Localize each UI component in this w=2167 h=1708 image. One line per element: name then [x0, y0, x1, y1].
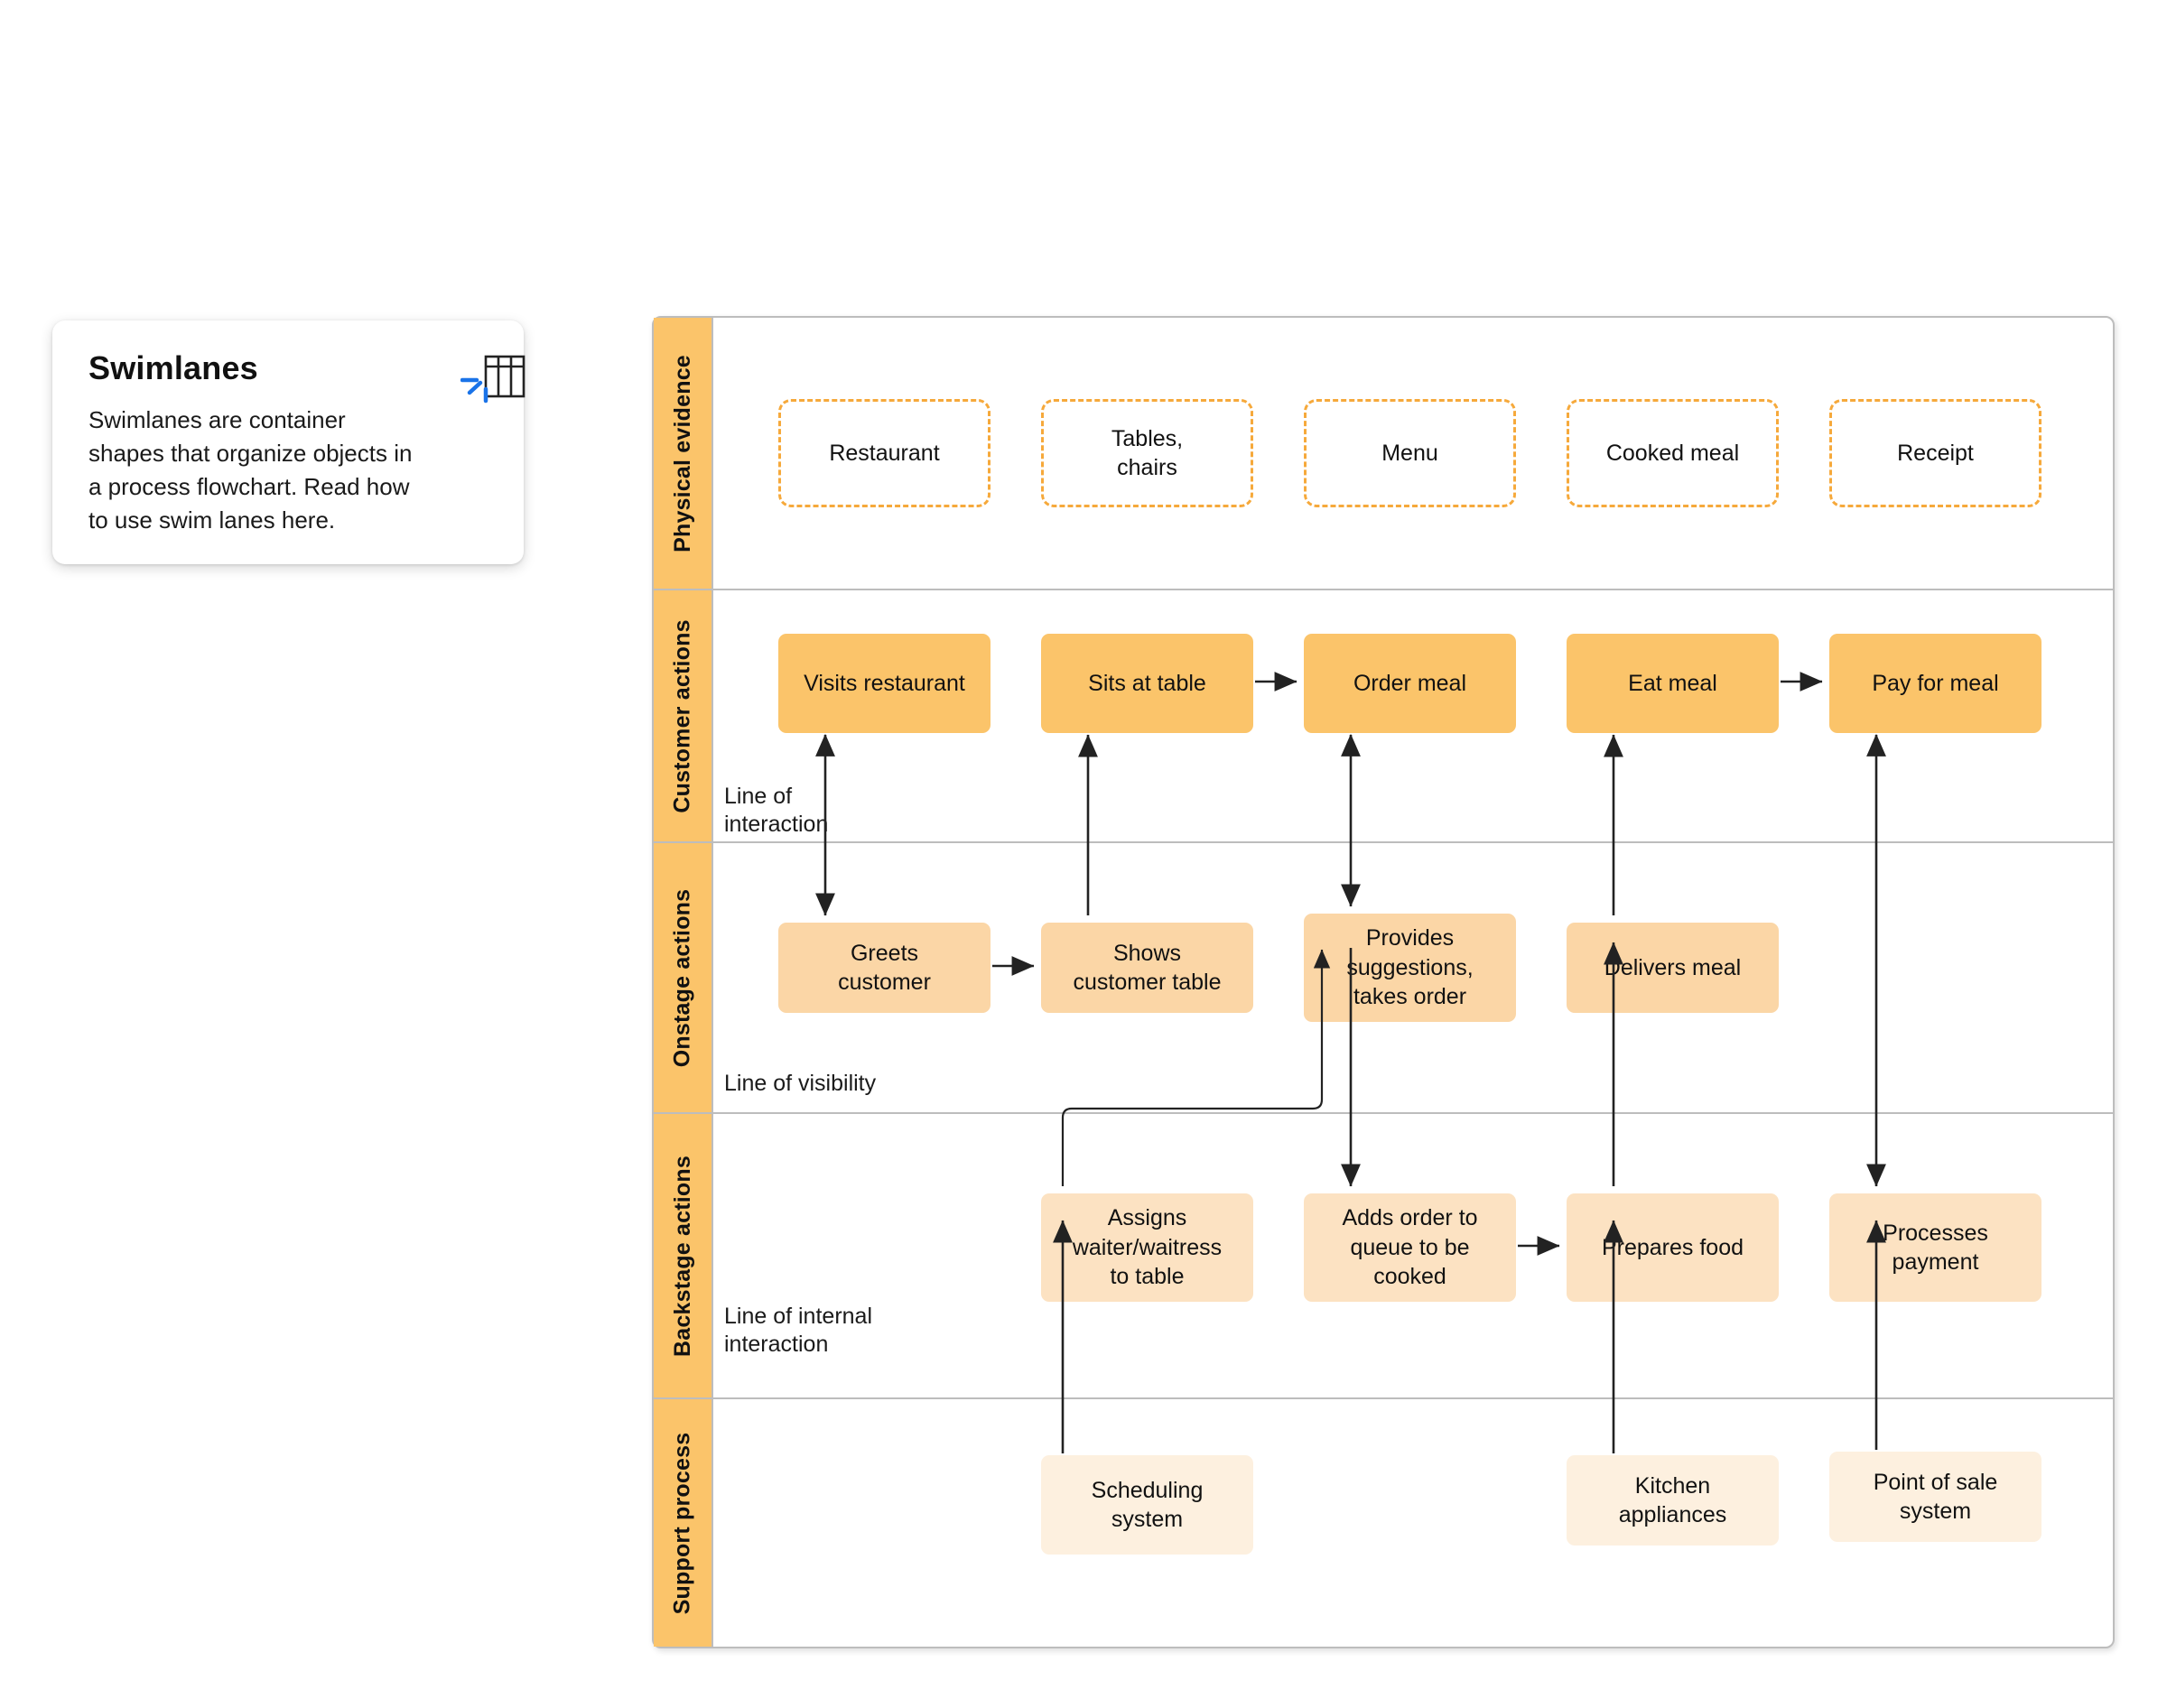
node-order-meal[interactable]: Order meal — [1304, 634, 1516, 733]
node-pay-for-meal[interactable]: Pay for meal — [1829, 634, 2041, 733]
lane-onstage-actions: Onstage actions Greets customer Shows cu… — [654, 841, 2113, 1112]
lane-customer-actions: Customer actions Visits restaurant Sits … — [654, 589, 2113, 841]
node-cooked-meal[interactable]: Cooked meal — [1567, 399, 1779, 507]
swimlane-diagram: Physical evidence Restaurant Tables, cha… — [652, 316, 2115, 1648]
lane-physical-evidence: Physical evidence Restaurant Tables, cha… — [654, 318, 2113, 589]
node-restaurant[interactable]: Restaurant — [778, 399, 990, 507]
lane-label-backstage-actions: Backstage actions — [669, 1155, 695, 1357]
lane-label-physical-evidence: Physical evidence — [669, 354, 695, 552]
node-point-of-sale[interactable]: Point of sale system — [1829, 1452, 2041, 1542]
node-tables-chairs[interactable]: Tables, chairs — [1041, 399, 1253, 507]
label-line-of-interaction: Line of interaction — [724, 784, 829, 838]
node-greets-customer[interactable]: Greets customer — [778, 923, 990, 1013]
node-kitchen-appliances[interactable]: Kitchen appliances — [1567, 1455, 1779, 1546]
label-line-of-internal-interaction: Line of internal interaction — [724, 1304, 873, 1358]
node-processes-payment[interactable]: Processes payment — [1829, 1193, 2041, 1302]
lane-header-physical-evidence[interactable]: Physical evidence — [654, 318, 713, 589]
swimlanes-info-card: Swimlanes Swimlanes are container shapes… — [52, 320, 525, 564]
node-eat-meal[interactable]: Eat meal — [1567, 634, 1779, 733]
node-prepares-food[interactable]: Prepares food — [1567, 1193, 1779, 1302]
lane-header-backstage-actions[interactable]: Backstage actions — [654, 1114, 713, 1397]
lane-backstage-actions: Backstage actions Assigns waiter/waitres… — [654, 1112, 2113, 1397]
label-line-of-visibility: Line of visibility — [724, 1071, 877, 1096]
node-adds-order-queue[interactable]: Adds order to queue to be cooked — [1304, 1193, 1516, 1302]
info-card-description: Swimlanes are container shapes that orga… — [88, 406, 413, 534]
lane-header-support-process[interactable]: Support process — [654, 1399, 713, 1647]
lane-body-backstage-actions: Assigns waiter/waitress to table Adds or… — [713, 1114, 2113, 1397]
lane-header-onstage-actions[interactable]: Onstage actions — [654, 843, 713, 1112]
info-card-title: Swimlanes — [88, 349, 258, 386]
node-visits-restaurant[interactable]: Visits restaurant — [778, 634, 990, 733]
lane-support-process: Support process Scheduling system Kitche… — [654, 1397, 2113, 1647]
lane-body-customer-actions: Visits restaurant Sits at table Order me… — [713, 590, 2113, 841]
node-delivers-meal[interactable]: Delivers meal — [1567, 923, 1779, 1013]
node-assigns-waiter[interactable]: Assigns waiter/waitress to table — [1041, 1193, 1253, 1302]
lane-body-support-process: Scheduling system Kitchen appliances Poi… — [713, 1399, 2113, 1647]
swimlane-table-icon — [460, 355, 525, 404]
lane-body-physical-evidence: Restaurant Tables, chairs Menu Cooked me… — [713, 318, 2113, 589]
lane-label-onstage-actions: Onstage actions — [669, 888, 695, 1067]
lane-header-customer-actions[interactable]: Customer actions — [654, 590, 713, 841]
node-shows-customer-table[interactable]: Shows customer table — [1041, 923, 1253, 1013]
lane-label-customer-actions: Customer actions — [669, 618, 695, 813]
lane-body-onstage-actions: Greets customer Shows customer table Pro… — [713, 843, 2113, 1112]
node-provides-suggestions[interactable]: Provides suggestions, takes order — [1304, 914, 1516, 1022]
node-sits-at-table[interactable]: Sits at table — [1041, 634, 1253, 733]
node-scheduling-system[interactable]: Scheduling system — [1041, 1455, 1253, 1555]
node-menu[interactable]: Menu — [1304, 399, 1516, 507]
node-receipt[interactable]: Receipt — [1829, 399, 2041, 507]
lane-label-support-process: Support process — [669, 1432, 695, 1614]
